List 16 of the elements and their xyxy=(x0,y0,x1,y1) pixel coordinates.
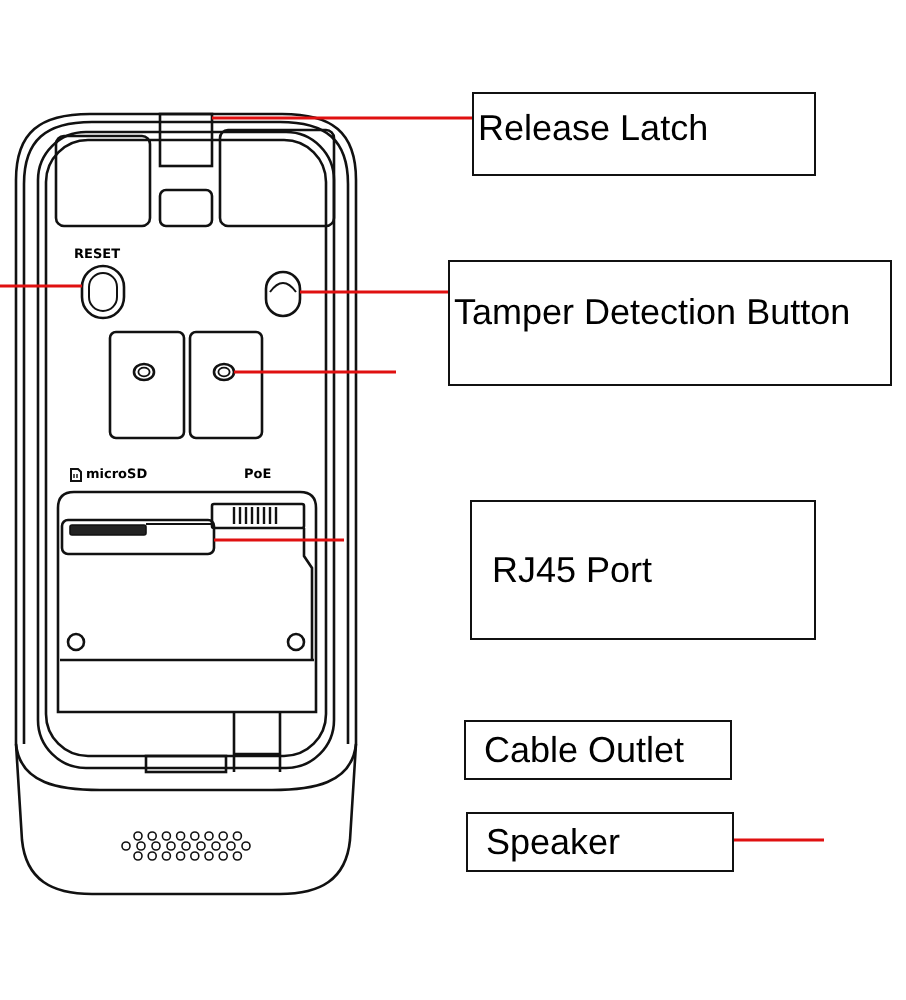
reset-button xyxy=(80,264,126,320)
tamper-button xyxy=(264,270,302,318)
callout-box: Speaker xyxy=(466,812,734,872)
callout-box: Tamper Detection Button xyxy=(448,260,892,386)
leader-line xyxy=(734,838,824,842)
leader-line xyxy=(234,370,396,374)
leader-line xyxy=(0,284,82,288)
callout-box: Release Latch xyxy=(472,92,816,176)
latch-tab xyxy=(158,112,214,168)
card-slot xyxy=(60,518,216,556)
callout-box: RJ45 Port xyxy=(470,500,816,640)
callout-box: Cable Outlet xyxy=(464,720,732,780)
leader-line xyxy=(214,538,344,542)
leader-line xyxy=(212,116,472,120)
leader-line xyxy=(300,290,448,294)
screw-hole xyxy=(212,362,236,382)
